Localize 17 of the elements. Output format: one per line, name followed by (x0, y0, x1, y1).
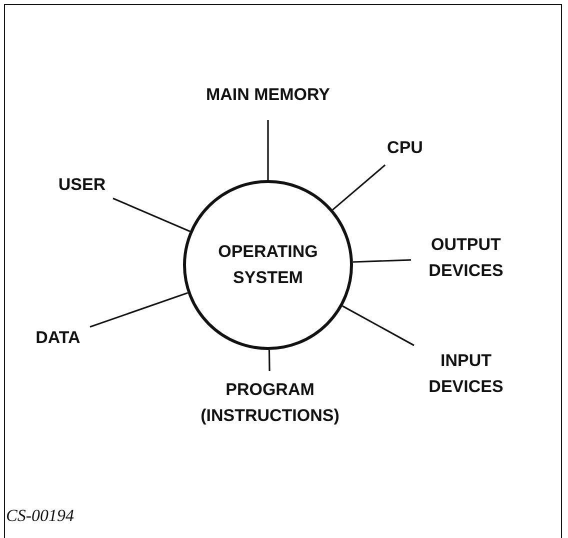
node-label: USER (58, 174, 106, 196)
connector-line (332, 164, 386, 210)
connector-line (352, 259, 412, 263)
connector-line (267, 120, 269, 180)
connector-line (342, 305, 414, 346)
node-label: INPUT DEVICES (428, 350, 504, 398)
node-label: OUTPUT DEVICES (428, 234, 504, 282)
node-label: DATA (36, 327, 80, 349)
node-label: CPU (387, 137, 423, 159)
node-label: MAIN MEMORY (206, 84, 330, 106)
connector-line (90, 292, 188, 328)
circle-node (183, 180, 353, 350)
connector-line (268, 350, 270, 372)
node-label: OPERATING SYSTEM (217, 241, 319, 289)
figure-code: CS-00194 (6, 506, 74, 526)
node-label: PROGRAM (INSTRUCTIONS) (200, 379, 340, 427)
connector-line (112, 198, 190, 232)
